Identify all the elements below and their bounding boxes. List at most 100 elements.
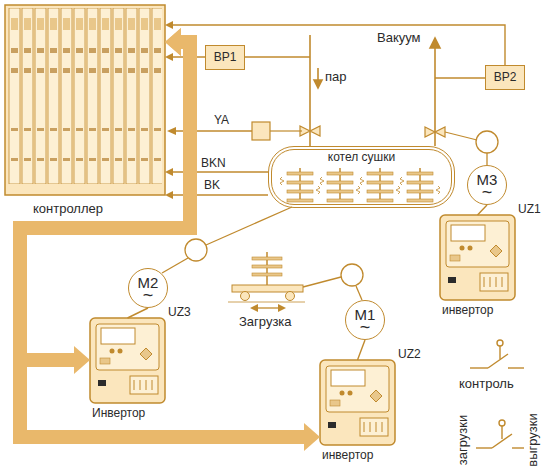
ac-symbol: ~ bbox=[482, 187, 493, 198]
loading-cart bbox=[228, 252, 305, 312]
drawing-stroke bbox=[488, 354, 508, 368]
device-caption: Инвертор bbox=[92, 406, 145, 420]
ac-symbol: ~ bbox=[143, 290, 154, 301]
drawing-stroke bbox=[252, 122, 270, 140]
arrowhead bbox=[165, 21, 173, 29]
motion-label: Загрузка bbox=[238, 315, 293, 329]
node-label: ВР2 bbox=[494, 71, 517, 84]
motor-circle: M3~ bbox=[467, 165, 507, 205]
connector-path bbox=[20, 42, 305, 437]
drawing-stroke bbox=[486, 153, 487, 165]
device-tag: UZ3 bbox=[168, 306, 191, 319]
drawing-stroke bbox=[356, 286, 362, 300]
drawing-stroke bbox=[309, 35, 311, 146]
drawing-stroke bbox=[501, 426, 502, 439]
node-label: ВР1 bbox=[214, 51, 237, 64]
valves bbox=[252, 122, 477, 140]
inverter: UZ2инвертор bbox=[320, 360, 395, 445]
signal-line bbox=[165, 21, 505, 65]
drawing-stroke bbox=[5, 5, 165, 195]
arrowhead bbox=[165, 191, 173, 199]
drawing-stroke bbox=[286, 292, 295, 301]
drawing-stroke bbox=[300, 126, 320, 136]
drawing-stroke bbox=[341, 264, 363, 286]
drawing-stroke bbox=[8, 8, 162, 184]
drawing-stroke bbox=[320, 360, 395, 445]
drawing-stroke bbox=[256, 307, 280, 308]
connector-path bbox=[20, 42, 190, 360]
drawing-stroke bbox=[400, 168, 440, 202]
inverter: UZ3Инвертор bbox=[90, 318, 165, 403]
signal-name: BKN bbox=[200, 157, 227, 170]
medium-label: пар bbox=[324, 70, 348, 84]
switch-label: выгрузки bbox=[526, 412, 540, 468]
ya-signal-line bbox=[167, 127, 252, 135]
drawing-stroke bbox=[435, 77, 485, 79]
drawing-stroke bbox=[228, 302, 305, 303]
device-tag: UZ2 bbox=[398, 348, 421, 361]
medium-label: Вакуум bbox=[376, 31, 422, 45]
device-caption: инвертор bbox=[322, 448, 373, 462]
inverter: UZ1инвертор bbox=[440, 215, 515, 300]
motor-circle: M2~ bbox=[128, 268, 168, 308]
sensor-box: ВР1 bbox=[205, 45, 245, 70]
motor-label: M2 bbox=[138, 275, 159, 290]
switch-label: загрузки bbox=[456, 414, 470, 466]
drawing-stroke bbox=[280, 168, 320, 202]
drawing-stroke bbox=[440, 215, 515, 300]
drawing-stroke bbox=[434, 60, 436, 146]
signal-name: BK bbox=[203, 179, 221, 192]
drawing-stroke bbox=[252, 265, 282, 268]
inverters bbox=[90, 215, 515, 445]
arrowhead bbox=[304, 423, 320, 451]
boiler-carts bbox=[280, 168, 440, 202]
drawing-stroke bbox=[508, 367, 524, 368]
node-label: контроллер bbox=[33, 201, 103, 216]
controller-rack bbox=[5, 5, 165, 195]
signal-line bbox=[358, 340, 366, 360]
drawing-stroke bbox=[167, 127, 176, 135]
drawing-stroke bbox=[90, 318, 165, 403]
switch-symbols bbox=[470, 340, 524, 448]
drawing-stroke bbox=[162, 258, 188, 273]
ac-symbol: ~ bbox=[360, 322, 371, 333]
signal-line bbox=[165, 191, 268, 199]
device-tag: UZ1 bbox=[518, 203, 541, 216]
pipes bbox=[245, 35, 485, 146]
drying-boiler: котел сушки bbox=[268, 146, 455, 208]
controller: контроллер bbox=[5, 5, 165, 217]
drawing-stroke bbox=[314, 80, 322, 88]
drawing-stroke bbox=[476, 131, 498, 153]
drawing-stroke bbox=[252, 273, 282, 276]
drawing-stroke bbox=[185, 239, 207, 261]
control-bus bbox=[20, 28, 320, 451]
drawing-stroke bbox=[425, 127, 445, 137]
arrowhead bbox=[165, 28, 181, 56]
connector-path bbox=[358, 340, 366, 360]
switch-label: контроль bbox=[458, 377, 515, 391]
drawing-stroke bbox=[270, 130, 302, 131]
arrowhead bbox=[74, 346, 90, 374]
node-label: котел сушки bbox=[272, 151, 451, 164]
drawing-stroke bbox=[430, 38, 440, 48]
drawing-stroke bbox=[206, 207, 292, 245]
drawing-stroke bbox=[303, 277, 341, 287]
drawing-stroke bbox=[245, 56, 310, 58]
drawing-stroke bbox=[512, 447, 524, 448]
drawing-stroke bbox=[476, 447, 492, 448]
drawing-stroke bbox=[232, 285, 303, 292]
signal-line bbox=[478, 205, 488, 215]
connector-path bbox=[128, 308, 149, 318]
control-bus bbox=[20, 28, 190, 374]
sensor-box: ВР2 bbox=[485, 65, 525, 90]
drawing-stroke bbox=[497, 340, 503, 346]
drawing-stroke bbox=[470, 367, 488, 368]
device-caption: инвертор bbox=[442, 303, 493, 317]
drawing-stroke bbox=[499, 346, 500, 359]
drawing-stroke bbox=[252, 257, 282, 260]
drawing-stroke bbox=[241, 292, 250, 301]
drawing-stroke bbox=[320, 168, 360, 202]
